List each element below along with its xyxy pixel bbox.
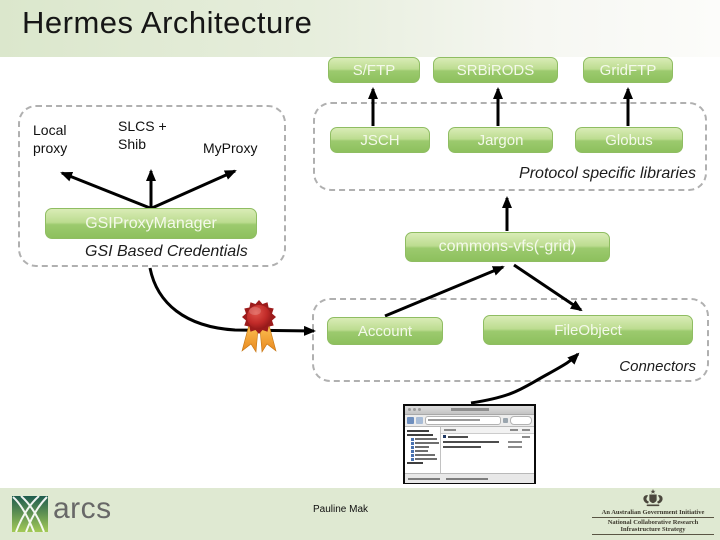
- label-gsi-credentials: GSI Based Credentials: [85, 243, 248, 260]
- file-browser-screenshot: [403, 404, 536, 484]
- arrow-gsi-to-account: [148, 267, 316, 336]
- screenshot-sidebar: [405, 427, 441, 473]
- screenshot-statusbar: [405, 473, 534, 483]
- gov-program-line2: Infrastructure Strategy: [620, 526, 686, 533]
- gov-program-line1: National Collaborative Research: [607, 519, 699, 526]
- box-globus: Globus: [575, 127, 683, 153]
- search-field: [510, 416, 532, 425]
- label-myproxy: MyProxy: [203, 140, 258, 156]
- government-attribution: An Australian Government Initiative Nati…: [592, 489, 714, 535]
- certificate-ribbon-icon: [241, 300, 277, 353]
- label-connectors: Connectors: [619, 358, 696, 375]
- label-local-proxy: Local proxy: [33, 122, 68, 156]
- arcs-logo-icon: [12, 496, 48, 532]
- box-gsiproxymanager: GSIProxyManager: [45, 208, 257, 239]
- gov-program-block: National Collaborative Research Infrastr…: [592, 517, 714, 535]
- label-protocol-libraries: Protocol specific libraries: [519, 165, 696, 182]
- box-fileobject: FileObject: [483, 315, 693, 345]
- australian-coat-of-arms-icon: [643, 489, 663, 507]
- box-gridftp: GridFTP: [583, 57, 673, 83]
- screenshot-window-title: [451, 408, 489, 411]
- address-field: [425, 416, 501, 425]
- refresh-icon: [416, 417, 423, 424]
- window-zoom-icon: [418, 408, 421, 411]
- label-slcs-shib: SLCS + Shib: [118, 118, 167, 152]
- page-title: Hermes Architecture: [22, 5, 313, 40]
- screenshot-file-list: [441, 427, 534, 473]
- box-sftp: S/FTP: [328, 57, 420, 83]
- box-jsch: JSCH: [330, 127, 430, 153]
- group-gsi-credentials: [18, 105, 286, 267]
- screenshot-body: [405, 427, 534, 473]
- gov-initiative-text: An Australian Government Initiative: [601, 509, 705, 516]
- footer-bar: arcs Pauline Mak An Australian Governmen…: [0, 488, 720, 540]
- box-jargon: Jargon: [448, 127, 553, 153]
- screenshot-titlebar: [405, 406, 534, 415]
- screenshot-toolbar: [405, 415, 534, 427]
- nav-icon: [407, 417, 414, 424]
- group-protocol-libraries: [313, 102, 707, 191]
- box-srbirods: SRBiRODS: [433, 57, 558, 83]
- arcs-logo-text: arcs: [53, 492, 112, 525]
- window-close-icon: [408, 408, 411, 411]
- go-icon: [503, 418, 508, 423]
- box-commons-vfs: commons-vfs(-grid): [405, 232, 610, 262]
- presenter-name: Pauline Mak: [313, 504, 369, 515]
- box-account: Account: [327, 317, 443, 345]
- title-band: [0, 0, 720, 57]
- window-minimize-icon: [413, 408, 416, 411]
